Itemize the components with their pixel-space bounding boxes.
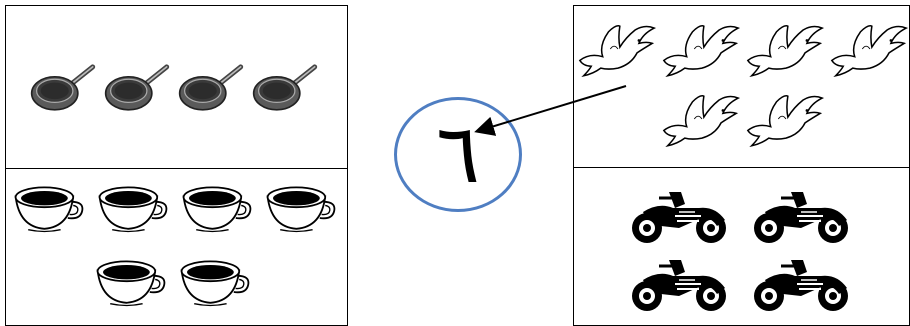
motorcycle-icon: [620, 254, 738, 314]
pans-row: [30, 64, 318, 116]
motorcycles-group-box[interactable]: [573, 167, 910, 326]
cups-row-bottom: [94, 259, 250, 307]
answer-numeral: ٦: [394, 97, 522, 212]
coffee-cup-icon: [94, 259, 166, 307]
cups-row-top: [12, 185, 336, 233]
coffee-cup-icon: [12, 185, 84, 233]
dove-icon: [744, 90, 826, 150]
doves-row-bottom: [660, 90, 826, 150]
motorcycle-icon: [742, 186, 860, 246]
dove-icon: [660, 90, 742, 150]
doves-row-top: [576, 20, 910, 80]
pans-group-box[interactable]: [5, 5, 348, 169]
motorcycle-icon: [620, 186, 738, 246]
dove-icon: [660, 20, 742, 80]
coffee-cup-icon: [264, 185, 336, 233]
doves-group-box[interactable]: [573, 5, 910, 168]
motorcycle-icon: [742, 254, 860, 314]
frying-pan-icon: [178, 64, 244, 116]
coffee-cup-icon: [180, 185, 252, 233]
coffee-cup-icon: [178, 259, 250, 307]
motorcycles-row-top: [620, 186, 860, 246]
dove-icon: [828, 20, 910, 80]
dove-icon: [744, 20, 826, 80]
cups-group-box[interactable]: [5, 168, 348, 326]
motorcycles-row-bottom: [620, 254, 860, 314]
coffee-cup-icon: [96, 185, 168, 233]
dove-icon: [576, 20, 658, 80]
frying-pan-icon: [104, 64, 170, 116]
frying-pan-icon: [30, 64, 96, 116]
frying-pan-icon: [252, 64, 318, 116]
